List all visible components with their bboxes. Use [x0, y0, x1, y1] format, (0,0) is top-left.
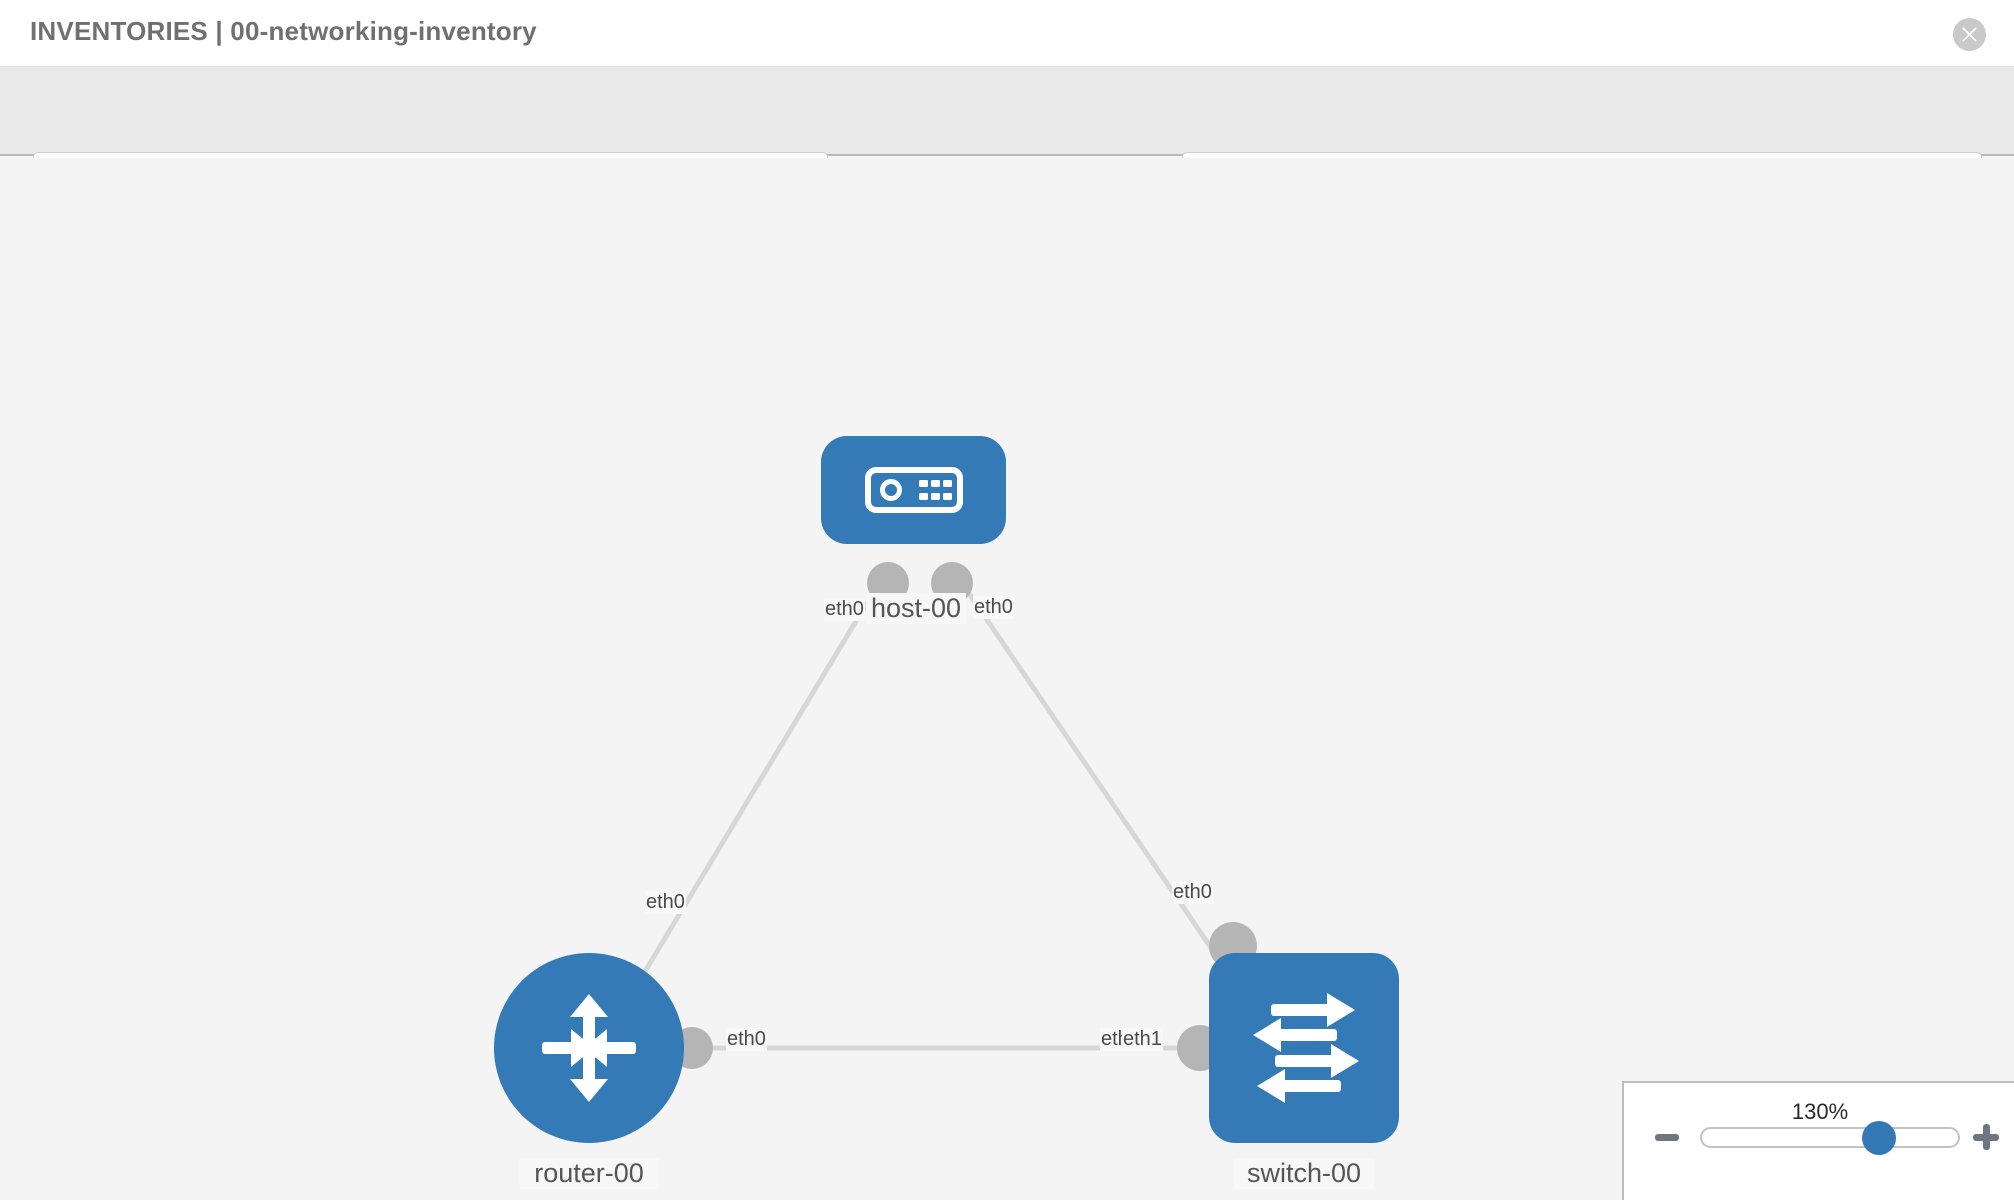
switch-arrows-icon — [1253, 993, 1359, 1103]
zoom-in-button[interactable] — [1973, 1124, 1999, 1150]
page-title: INVENTORIES | 00-networking-inventory — [30, 16, 537, 46]
topology-links-layer — [632, 562, 1257, 1071]
port-host-left — [867, 562, 909, 604]
link-host-switch — [952, 570, 1221, 961]
zoom-control: 130% — [1622, 1081, 2014, 1200]
zoom-slider-thumb[interactable] — [1862, 1121, 1896, 1155]
node-switch-00[interactable] — [1209, 953, 1399, 1143]
zoom-slider-track[interactable] — [1700, 1121, 1960, 1155]
node-router-00[interactable] — [494, 953, 684, 1143]
zoom-out-button[interactable] — [1655, 1134, 1679, 1141]
router-arrows-icon — [542, 994, 636, 1102]
link-host-router — [632, 570, 888, 991]
zoom-level-value: 130% — [1791, 1099, 1849, 1124]
server-icon — [864, 467, 963, 513]
port-host-right — [931, 562, 973, 604]
node-host-00[interactable] — [821, 436, 1006, 544]
page-header: INVENTORIES | 00-networking-inventory — [0, 0, 2014, 67]
topology-canvas[interactable]: host-00 router-0 — [0, 158, 2014, 1200]
close-icon[interactable] — [1953, 18, 1986, 51]
toolbar: ACTIONS SEARCH — [0, 67, 2014, 205]
